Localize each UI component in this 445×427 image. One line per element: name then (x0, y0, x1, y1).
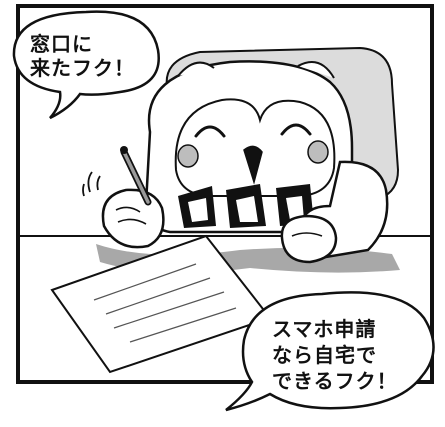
form-line (129, 307, 237, 343)
speech-bubble-bottom-right-text: スマホ申請 なら自宅で できるフク！ (272, 316, 398, 394)
owl-ear-right (297, 61, 335, 79)
speech-bubble-top-left-text: 窓口に 来たフク！ (30, 32, 135, 80)
hand-left-finger (117, 218, 147, 225)
beak-icon (243, 145, 263, 185)
hand-left-finger (115, 206, 141, 213)
hand-right-finger (291, 232, 323, 237)
cheek-right (307, 140, 329, 164)
eye-right-icon (280, 123, 312, 136)
bubble-top-left-line-1: 窓口に (30, 32, 93, 56)
bubble-bottom-right-line-2: なら自宅で (272, 343, 377, 367)
panel-frame (16, 4, 434, 384)
cheek-left (177, 144, 199, 168)
chest-pattern-right-inner (286, 196, 304, 220)
pen-cap (120, 146, 128, 154)
bubble-bottom-right-line-1: スマホ申請 (272, 317, 377, 341)
eye-left-icon (194, 125, 226, 138)
pen-body (122, 150, 150, 204)
owl-hand-right (280, 214, 338, 264)
motion-mark (82, 183, 85, 197)
motion-mark (96, 175, 101, 191)
owl-hand-left (101, 188, 165, 249)
form-line (113, 291, 225, 329)
form-line (105, 277, 211, 315)
speech-bubble-top-left (12, 10, 160, 120)
owl-ear-left (177, 61, 215, 77)
form-line (93, 263, 197, 301)
bubble-bottom-right-line-3: できるフク！ (272, 369, 398, 393)
chest-pattern-left-inner (188, 198, 208, 222)
chest-pattern-middle-inner (236, 196, 258, 222)
bubble-top-left-line-2: 来たフク！ (30, 56, 135, 80)
speech-bubble-bottom-right (225, 291, 435, 412)
motion-mark (87, 171, 93, 193)
